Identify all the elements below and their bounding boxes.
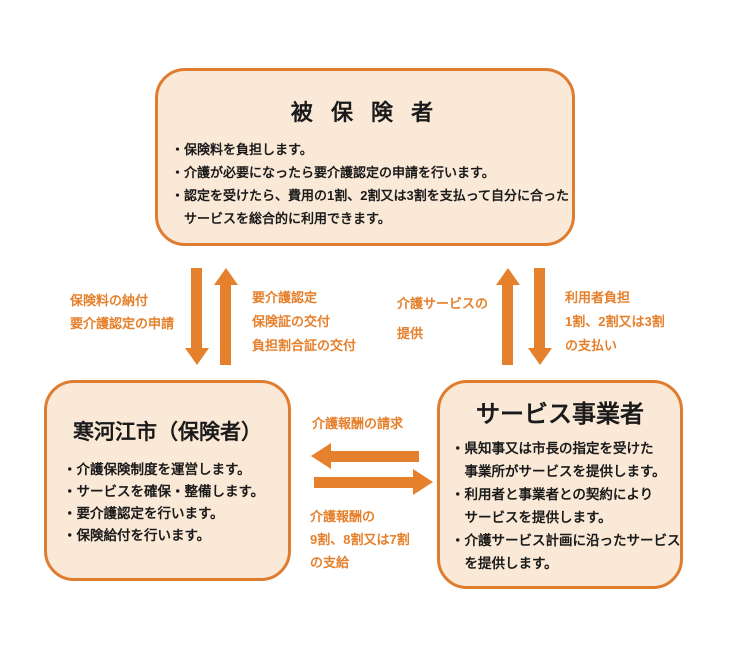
- provider-line: ・介護サービス計画に沿ったサービス: [451, 533, 681, 548]
- service-provider-box: サービス事業者 ・県知事又は市長の指定を受けた 事業所がサービスを提供します。 …: [437, 380, 683, 589]
- insured-line: ・介護が必要になったら要介護認定の申請を行います。: [171, 165, 495, 180]
- label-line: 提供: [397, 326, 424, 341]
- label-line: 保険料の納付: [70, 293, 149, 308]
- arrow-head: [413, 469, 433, 495]
- service-provider-box-title: サービス事業者: [476, 401, 644, 428]
- label-line: 利用者負担: [565, 290, 631, 305]
- arrow-head: [496, 268, 520, 285]
- insured-line: サービスを総合的に利用できます。: [171, 211, 391, 226]
- label-line: 要介護認定の申請: [70, 316, 175, 331]
- arrow-left-provider-to-city-icon: [311, 443, 419, 469]
- label-care-fee-claim: 介護報酬の請求: [312, 412, 403, 435]
- city-line: ・介護保険制度を運営します。: [63, 462, 251, 477]
- label-care-fee-payment: 介護報酬の 9割、8割又は7割 の支給: [310, 505, 410, 574]
- label-line: 要介護認定: [252, 290, 318, 305]
- arrow-up-city-to-insured-icon: [214, 268, 238, 365]
- arrow-right-city-to-provider-icon: [314, 469, 433, 495]
- label-line: 負担割合証の交付: [252, 338, 357, 353]
- city-insurer-box-body: ・介護保険制度を運営します。 ・サービスを確保・整備します。 ・要介護認定を行い…: [63, 459, 286, 547]
- arrow-up-provider-to-insured-icon: [496, 268, 520, 365]
- arrow-down-insured-to-city-icon: [185, 268, 209, 365]
- arrow-shaft: [534, 268, 545, 349]
- arrow-shaft: [314, 477, 414, 488]
- city-insurer-box-title: 寒河江市（保険者）: [73, 421, 262, 444]
- label-line: 1割、2割又は3割: [565, 314, 665, 329]
- label-certification-issuance: 要介護認定 保険証の交付 負担割合証の交付: [252, 286, 356, 358]
- arrow-down-insured-to-provider-icon: [528, 268, 552, 365]
- provider-line: サービスを提供します。: [451, 510, 612, 525]
- insured-line: ・保険料を負担します。: [171, 142, 313, 157]
- arrow-head: [214, 268, 238, 285]
- label-premium-payment-application: 保険料の納付 要介護認定の申請: [70, 289, 174, 335]
- provider-line: ・県知事又は市長の指定を受けた: [451, 441, 654, 456]
- arrow-shaft: [502, 284, 513, 365]
- provider-line: を提供します。: [451, 556, 558, 571]
- arrow-shaft: [220, 284, 231, 365]
- insured-box: 被 保 険 者 ・保険料を負担します。 ・介護が必要になったら要介護認定の申請を…: [155, 68, 575, 246]
- label-line: 9割、8割又は7割: [310, 532, 410, 547]
- label-line: の支払い: [565, 338, 618, 353]
- label-line: 介護サービスの: [397, 296, 489, 311]
- city-line: ・保険給付を行います。: [63, 528, 211, 543]
- arrow-head: [311, 443, 331, 469]
- label-line: 保険証の交付: [252, 314, 331, 329]
- city-insurer-box: 寒河江市（保険者） ・介護保険制度を運営します。 ・サービスを確保・整備します。…: [44, 380, 291, 581]
- service-provider-box-body: ・県知事又は市長の指定を受けた 事業所がサービスを提供します。 ・利用者と事業者…: [451, 437, 681, 575]
- provider-line: ・利用者と事業者との契約により: [451, 487, 654, 502]
- insured-box-body: ・保険料を負担します。 ・介護が必要になったら要介護認定の申請を行います。 ・認…: [171, 138, 570, 230]
- city-line: ・要介護認定を行います。: [63, 506, 224, 521]
- insured-line: ・認定を受けたら、費用の1割、2割又は3割を支払って自分に合った: [171, 188, 570, 203]
- provider-line: 事業所がサービスを提供します。: [451, 464, 666, 479]
- insured-box-title: 被 保 険 者: [290, 100, 440, 125]
- label-line: の支給: [310, 555, 350, 570]
- label-care-service-provision: 介護サービスの 提供: [397, 289, 488, 349]
- city-line: ・サービスを確保・整備します。: [63, 484, 265, 499]
- label-line: 介護報酬の請求: [312, 416, 404, 431]
- arrow-head: [528, 348, 552, 365]
- arrow-shaft: [191, 268, 202, 349]
- label-user-burden-payment: 利用者負担 1割、2割又は3割 の支払い: [565, 286, 665, 358]
- arrow-head: [185, 348, 209, 365]
- arrow-shaft: [330, 451, 419, 462]
- label-line: 介護報酬の: [310, 509, 376, 524]
